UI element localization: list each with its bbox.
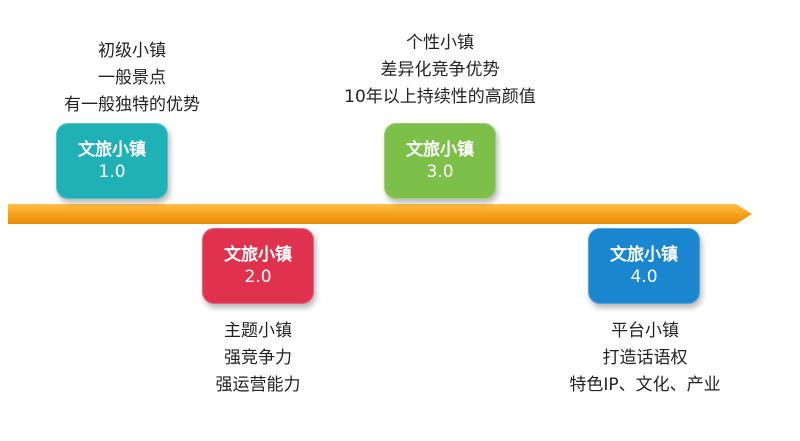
stage-3-line-2: 差异化竞争优势 bbox=[380, 60, 500, 80]
stage-2-box: 文旅小镇 2.0 bbox=[202, 228, 314, 304]
stage-2-line-2: 强竞争力 bbox=[224, 348, 292, 368]
stage-3-line-1: 个性小镇 bbox=[406, 33, 474, 53]
stage-3-line-3: 10年以上持续性的高颜值 bbox=[344, 87, 536, 107]
stage-2-description: 主题小镇 强竞争力 强运营能力 bbox=[178, 318, 338, 399]
stage-3-version: 3.0 bbox=[426, 162, 454, 182]
stage-2-name: 文旅小镇 bbox=[224, 245, 292, 265]
stage-1-line-2: 一般景点 bbox=[98, 68, 166, 88]
stage-2-line-3: 强运营能力 bbox=[215, 375, 301, 395]
stage-1-description: 初级小镇 一般景点 有一般独特的优势 bbox=[40, 38, 224, 119]
stage-4-version: 4.0 bbox=[630, 267, 658, 287]
stage-1-name: 文旅小镇 bbox=[78, 140, 146, 160]
stage-1-line-3: 有一般独特的优势 bbox=[64, 95, 200, 115]
stage-2-version: 2.0 bbox=[244, 267, 272, 287]
stage-4-line-3: 特色IP、文化、产业 bbox=[569, 375, 721, 395]
stage-4-line-2: 打造话语权 bbox=[602, 348, 688, 368]
stage-2-line-1: 主题小镇 bbox=[224, 321, 292, 341]
stage-1-line-1: 初级小镇 bbox=[98, 41, 166, 61]
stage-1-box: 文旅小镇 1.0 bbox=[56, 123, 168, 199]
stage-4-description: 平台小镇 打造话语权 特色IP、文化、产业 bbox=[550, 318, 740, 399]
stage-3-name: 文旅小镇 bbox=[406, 140, 474, 160]
stage-1-version: 1.0 bbox=[98, 162, 126, 182]
stage-3-box: 文旅小镇 3.0 bbox=[384, 123, 496, 199]
stage-3-description: 个性小镇 差异化竞争优势 10年以上持续性的高颜值 bbox=[325, 30, 555, 111]
stage-4-box: 文旅小镇 4.0 bbox=[588, 228, 700, 304]
stage-4-line-1: 平台小镇 bbox=[611, 321, 679, 341]
stage-4-name: 文旅小镇 bbox=[610, 245, 678, 265]
